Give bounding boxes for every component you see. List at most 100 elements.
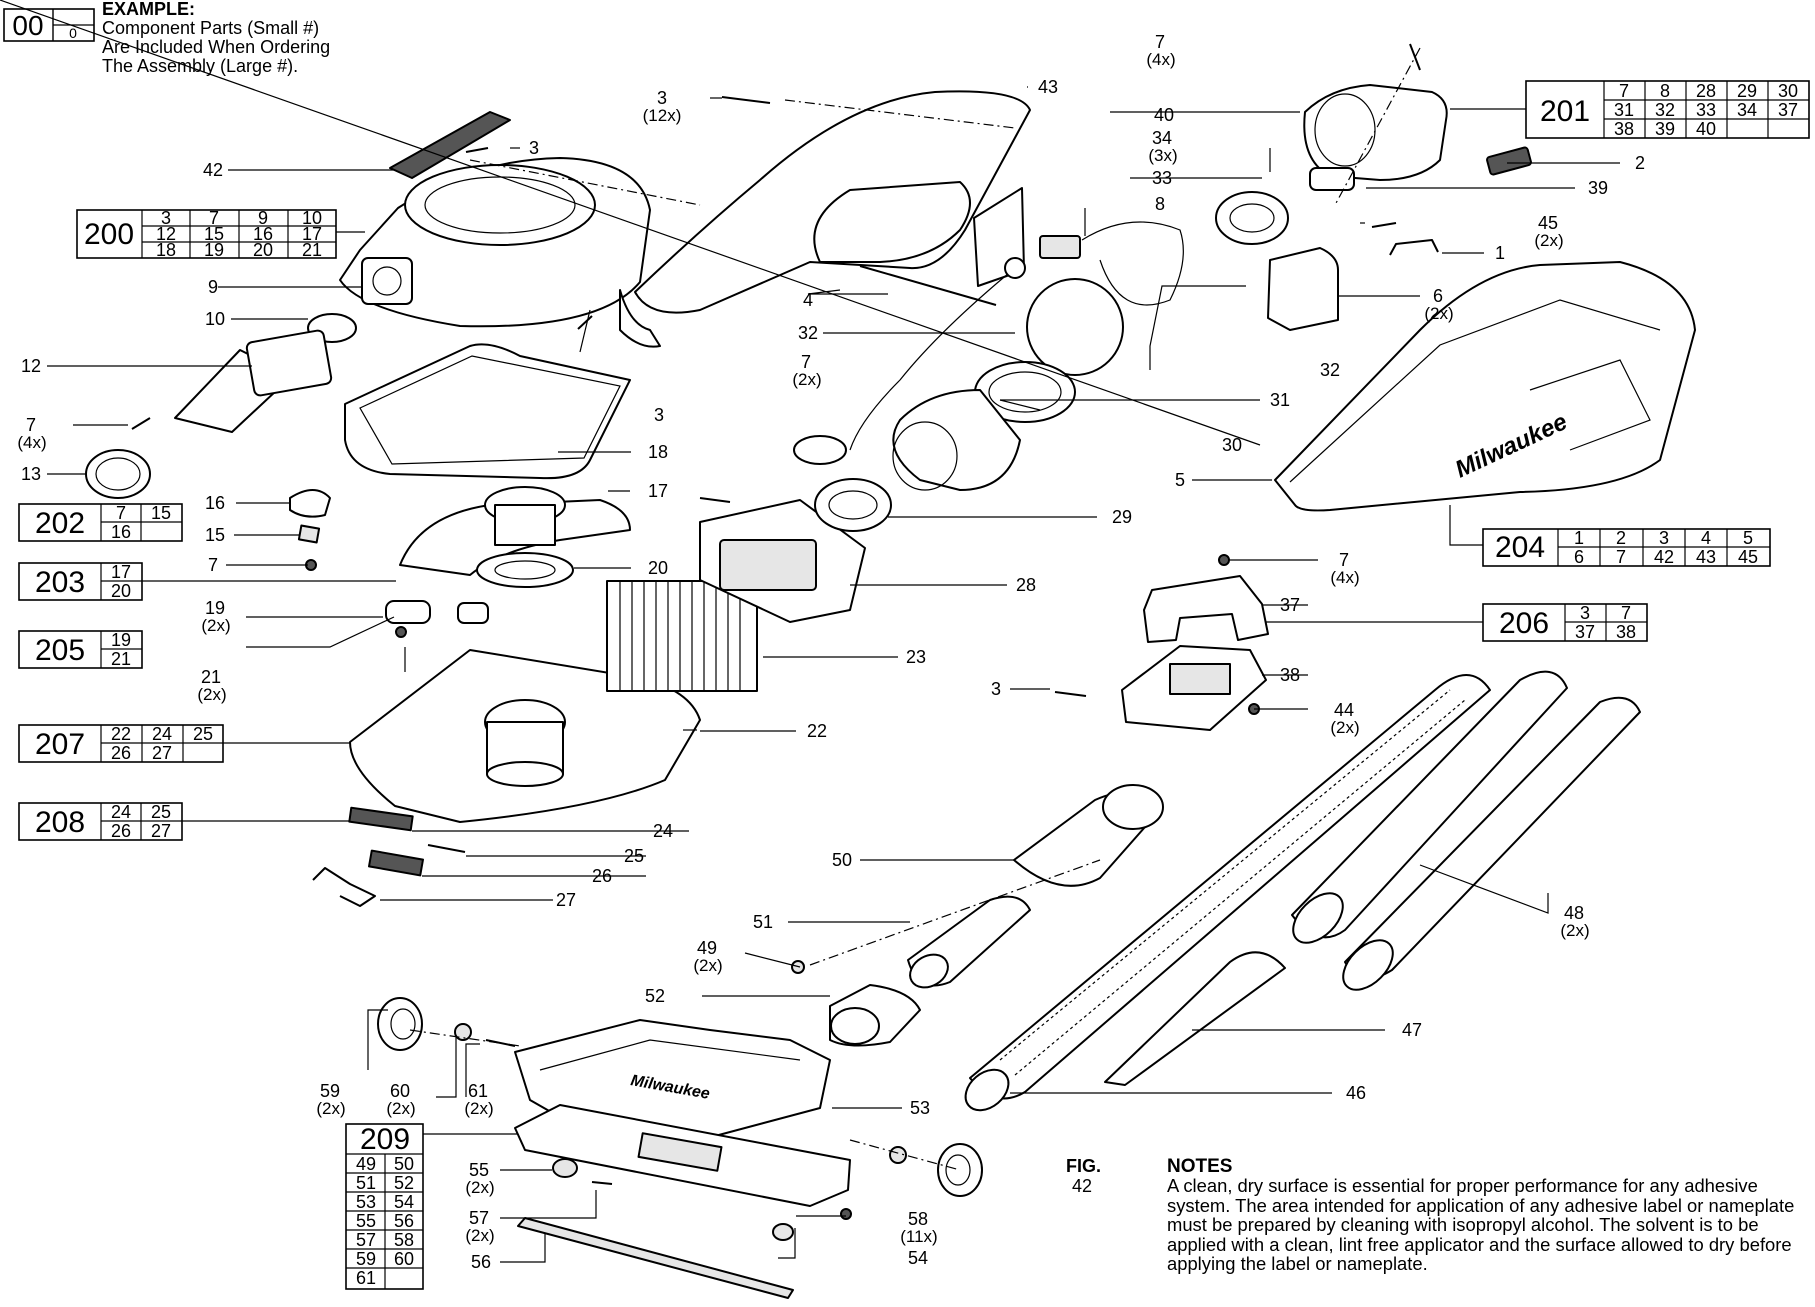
assembly-part: 58 [394,1230,414,1250]
assembly-number: 203 [35,566,85,599]
callout-39: 39 [1588,178,1608,198]
callout-32: 32 [1320,360,1340,380]
example-line-2: Are Included When Ordering [102,37,331,57]
part-51-flex-hose-drawing [907,895,1031,989]
callout-7: 7 [1155,32,1165,52]
assembly-part: 4 [1701,528,1711,548]
part-53-floor-head-drawing: Milwaukee [514,1019,831,1141]
callout-12: 12 [21,356,41,376]
callout-42: 42 [203,160,223,180]
part-47-crevice-tool-drawing [1104,951,1286,1086]
assembly-table-205: 205 19 21 [18,630,143,669]
assembly-part: 15 [204,224,224,244]
assembly-part: 16 [253,224,273,244]
part-57-pin-drawing [591,1181,613,1185]
assembly-part: 24 [111,802,131,822]
part-2-indicator-drawing [1486,146,1532,176]
assembly-part: 43 [1696,547,1716,567]
callout-60: 60 [390,1081,410,1101]
assembly-part: 42 [1654,547,1674,567]
assembly-number: 206 [1499,607,1549,640]
assembly-part: 22 [111,724,131,744]
part-56-strip-drawing [517,1217,794,1299]
callout-55: 55 [469,1160,489,1180]
part-38-battery-receiver-drawing [1121,645,1267,731]
assembly-part: 20 [253,240,273,260]
callout-26: 26 [592,866,612,886]
part-48-wand-tubes-drawing [1291,670,1641,991]
part-27-spring-drawing [312,867,376,907]
callout-29: 29 [1112,507,1132,527]
assembly-part: 20 [111,581,131,601]
example-small-number: 0 [69,25,77,41]
part-55-roller-drawing [552,1158,578,1178]
assembly-table-209: 209 49 50 51 52 53 54 55 56 57 58 59 60 … [345,1123,520,1290]
qty-6: (2x) [1424,304,1453,323]
part-42-nameplate-drawing [389,111,511,179]
part-58-screw-drawing [840,1208,852,1220]
callout-7: 7 [26,415,36,435]
callout-58: 58 [908,1209,928,1229]
callout-labels: 42 3 9 10 12 7 (4x) 13 16 15 7 19 (2x) 2… [17,32,1645,1272]
assembly-number: 204 [1495,531,1545,564]
figure-label: FIG. [1066,1156,1101,1176]
callout-31: 31 [1270,390,1290,410]
assembly-part: 29 [1737,81,1757,101]
callout-1: 1 [1495,243,1505,263]
part-8-switch-drawing [1039,221,1184,306]
assembly-part: 55 [356,1211,376,1231]
assembly-part: 7 [1619,81,1629,101]
callout-3: 3 [654,405,664,425]
assembly-part: 26 [111,821,131,841]
part-54-base-plate-drawing [514,1104,851,1207]
part-40-motor-housing-drawing [1303,84,1448,181]
callout-44: 44 [1334,700,1354,720]
assembly-part: 31 [1614,100,1634,120]
callout-7: 7 [208,555,218,575]
part-23-pleated-filter-drawing [606,580,758,692]
qty-60: (2x) [386,1099,415,1118]
assembly-part: 53 [356,1192,376,1212]
callout-19: 19 [205,598,225,618]
callout-18: 18 [648,442,668,462]
assembly-part: 21 [302,240,322,260]
part-26-latch-drawing [368,849,424,877]
callout-59: 59 [320,1081,340,1101]
assembly-part: 7 [116,503,126,523]
assembly-part: 6 [1574,547,1584,567]
assembly-part: 3 [161,208,171,228]
part-4-rod-drawing [859,265,997,306]
callout-3: 3 [991,679,1001,699]
assembly-table-206: 206 3 7 37 38 [1260,603,1648,642]
callout-50: 50 [832,850,852,870]
callout-54: 54 [908,1248,928,1268]
leader-lines [0,0,1620,1263]
part-9-cup-lid-drawing [339,157,651,328]
part-37-battery-frame-drawing [1143,575,1269,643]
assembly-part: 10 [302,208,322,228]
callout-51: 51 [753,912,773,932]
assembly-part: 8 [1660,81,1670,101]
assembly-number: 208 [35,806,85,839]
assembly-part: 3 [1659,528,1669,548]
callout-37: 37 [1280,595,1300,615]
assembly-part: 15 [151,503,171,523]
assembly-part: 26 [111,743,131,763]
callout-15: 15 [205,525,225,545]
assembly-table-203: 203 17 20 [18,562,396,601]
qty-19: (2x) [201,616,230,635]
callout-46: 46 [1346,1083,1366,1103]
assembly-part: 39 [1655,119,1675,139]
assembly-part: 33 [1696,100,1716,120]
assembly-table-204: 204 1 2 3 4 5 6 7 42 43 45 [1449,505,1771,567]
example-assembly-box: 00 0 [3,8,95,42]
assembly-table-200: 200 3 7 9 10 12 15 16 17 18 19 20 21 [76,208,365,260]
assembly-part: 60 [394,1249,414,1269]
qty-7: (4x) [17,433,46,452]
assembly-part: 52 [394,1173,414,1193]
callout-47: 47 [1402,1020,1422,1040]
assembly-part: 27 [152,743,172,763]
qty-57: (2x) [465,1226,494,1245]
assembly-part: 38 [1614,119,1634,139]
qty-59: (2x) [316,1099,345,1118]
